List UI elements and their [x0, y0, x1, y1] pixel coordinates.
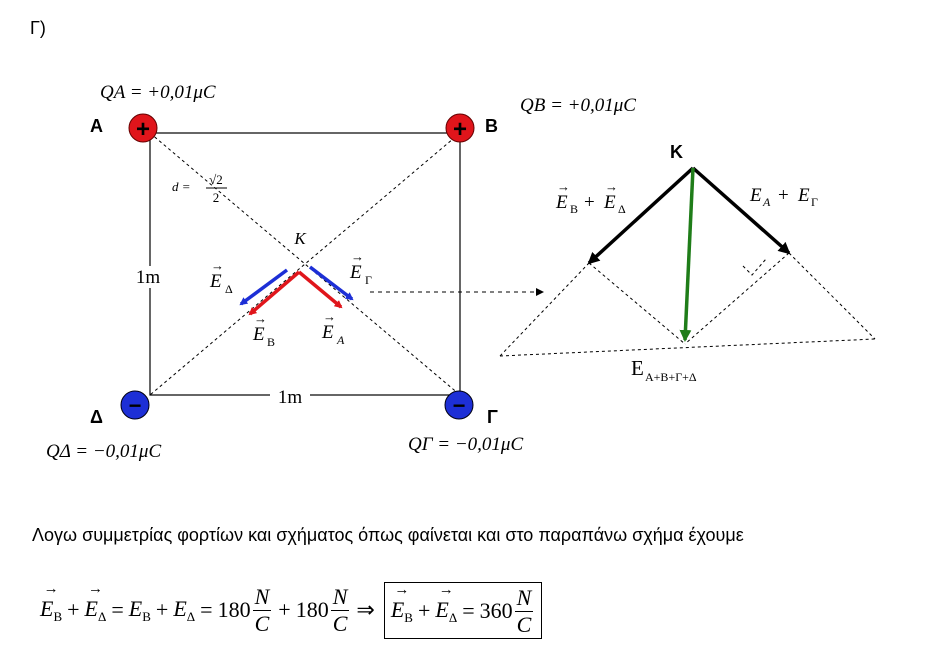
- eq-value-180-a: 180: [217, 597, 251, 622]
- charge-g: −: [444, 390, 474, 420]
- svg-text:Δ: Δ: [225, 282, 233, 296]
- side-length-left: 1m: [136, 267, 161, 288]
- svg-text:E: E: [797, 185, 810, 206]
- svg-text:E: E: [555, 192, 568, 213]
- diagonal-a-g: [149, 132, 461, 396]
- svg-text:E: E: [749, 185, 762, 206]
- vector-e-delta-arrow: [239, 268, 289, 306]
- svg-text:B: B: [570, 202, 578, 216]
- svg-text:2: 2: [213, 190, 220, 205]
- charge-d-value: QΔ = −0,01μC: [46, 441, 161, 462]
- eq-plus-3: +: [278, 597, 291, 622]
- center-k-right: K: [670, 142, 683, 162]
- vector-e-gamma-label: E → Γ: [349, 249, 372, 287]
- construction-lines: [499, 252, 876, 357]
- svg-text:d =: d =: [172, 179, 191, 194]
- resultant-arrow: [679, 167, 695, 342]
- charge-b: +: [445, 113, 475, 143]
- eq-term-ed-vec: EΔ: [85, 581, 107, 625]
- explanation-text: Λογω συμμετρίας φορτίων και σχήματος όπω…: [32, 525, 744, 545]
- svg-text:A: A: [762, 195, 771, 209]
- vector-e-a-label: E → A: [321, 309, 345, 347]
- sum-eb-ed-arrow: [587, 166, 695, 265]
- charge-b-value: QB = +0,01μC: [520, 95, 636, 116]
- sum-ea-eg-label: E A + E Γ: [749, 185, 818, 209]
- svg-text:Γ: Γ: [365, 273, 372, 287]
- svg-text:Δ: Δ: [618, 202, 626, 216]
- svg-text:E: E: [209, 271, 222, 292]
- vertex-d-letter: Δ: [90, 407, 103, 427]
- eq-boxed-result: EB + EΔ = 360 NC: [383, 581, 543, 639]
- svg-text:→: →: [254, 311, 267, 326]
- vertex-a-letter: A: [90, 116, 103, 136]
- charge-a: +: [128, 113, 158, 143]
- diagonal-half-length: d = √2 2: [172, 172, 227, 205]
- vector-e-b-arrow: [248, 270, 301, 316]
- eq-equals-2: =: [200, 597, 213, 622]
- field-diagram: 1m 1m d = √2 2 K E → Δ E → Γ E → B: [46, 82, 876, 462]
- svg-text:→: →: [557, 179, 570, 194]
- result-equation: EB + EΔ = EB + EΔ = 180 NC + 180 NC ⇒ EB…: [40, 580, 543, 640]
- vector-e-gamma-arrow: [308, 265, 354, 301]
- svg-text:+: +: [136, 116, 150, 143]
- center-k-label: K: [293, 229, 307, 248]
- svg-text:E: E: [321, 322, 334, 343]
- eq-term-eb-vec: EB: [40, 581, 62, 625]
- eq-plus-1: +: [67, 597, 80, 622]
- svg-text:−: −: [453, 393, 466, 418]
- svg-text:E: E: [631, 356, 644, 380]
- side-length-bottom: 1m: [278, 387, 303, 408]
- eq-implies: ⇒: [356, 597, 375, 622]
- eq-plus-2: +: [155, 597, 169, 622]
- svg-text:A+B+Γ+Δ: A+B+Γ+Δ: [645, 370, 697, 384]
- eq-term-ed: EΔ: [173, 595, 196, 624]
- square-diagram: 1m 1m d = √2 2 K E → Δ E → Γ E → B: [46, 82, 636, 462]
- svg-text:Γ: Γ: [811, 195, 818, 209]
- svg-text:→: →: [351, 249, 364, 264]
- vector-e-b-label: E → B: [252, 311, 275, 349]
- svg-text:E: E: [252, 324, 265, 345]
- sum-eb-ed-label: E → B + E → Δ: [555, 179, 626, 216]
- svg-text:√2: √2: [209, 172, 223, 187]
- eq-value-360: 360: [479, 598, 513, 623]
- svg-text:E: E: [349, 262, 362, 283]
- svg-text:+: +: [453, 116, 467, 143]
- vector-e-a-arrow: [297, 270, 343, 309]
- resultant-label: E A+B+Γ+Δ: [631, 356, 697, 384]
- svg-text:A: A: [336, 333, 345, 347]
- sum-ea-eg-arrow: [691, 166, 791, 255]
- svg-text:+: +: [584, 192, 595, 213]
- eq-equals-1: =: [111, 597, 124, 622]
- vector-sum-diagram: K E → B + E → Δ E A + E Γ E A+B+Γ+Δ: [499, 142, 876, 384]
- svg-text:+: +: [778, 185, 789, 206]
- svg-text:→: →: [605, 179, 618, 194]
- svg-text:→: →: [323, 309, 336, 324]
- eq-term-eb: EB: [128, 595, 151, 624]
- svg-text:−: −: [129, 393, 142, 418]
- vector-e-delta-label: E → Δ: [209, 258, 233, 296]
- charge-a-value: QA = +0,01μC: [100, 82, 216, 103]
- vertex-b-letter: B: [485, 116, 498, 136]
- svg-text:B: B: [267, 335, 275, 349]
- charge-d: −: [120, 390, 150, 420]
- svg-text:→: →: [211, 258, 224, 273]
- eq-value-180-b: 180: [295, 597, 329, 622]
- diagonal-b-d: [149, 132, 461, 396]
- svg-text:E: E: [603, 192, 616, 213]
- vertex-g-letter: Γ: [487, 407, 498, 427]
- charge-g-value: QΓ = −0,01μC: [408, 434, 523, 455]
- section-label: Γ): [30, 18, 46, 38]
